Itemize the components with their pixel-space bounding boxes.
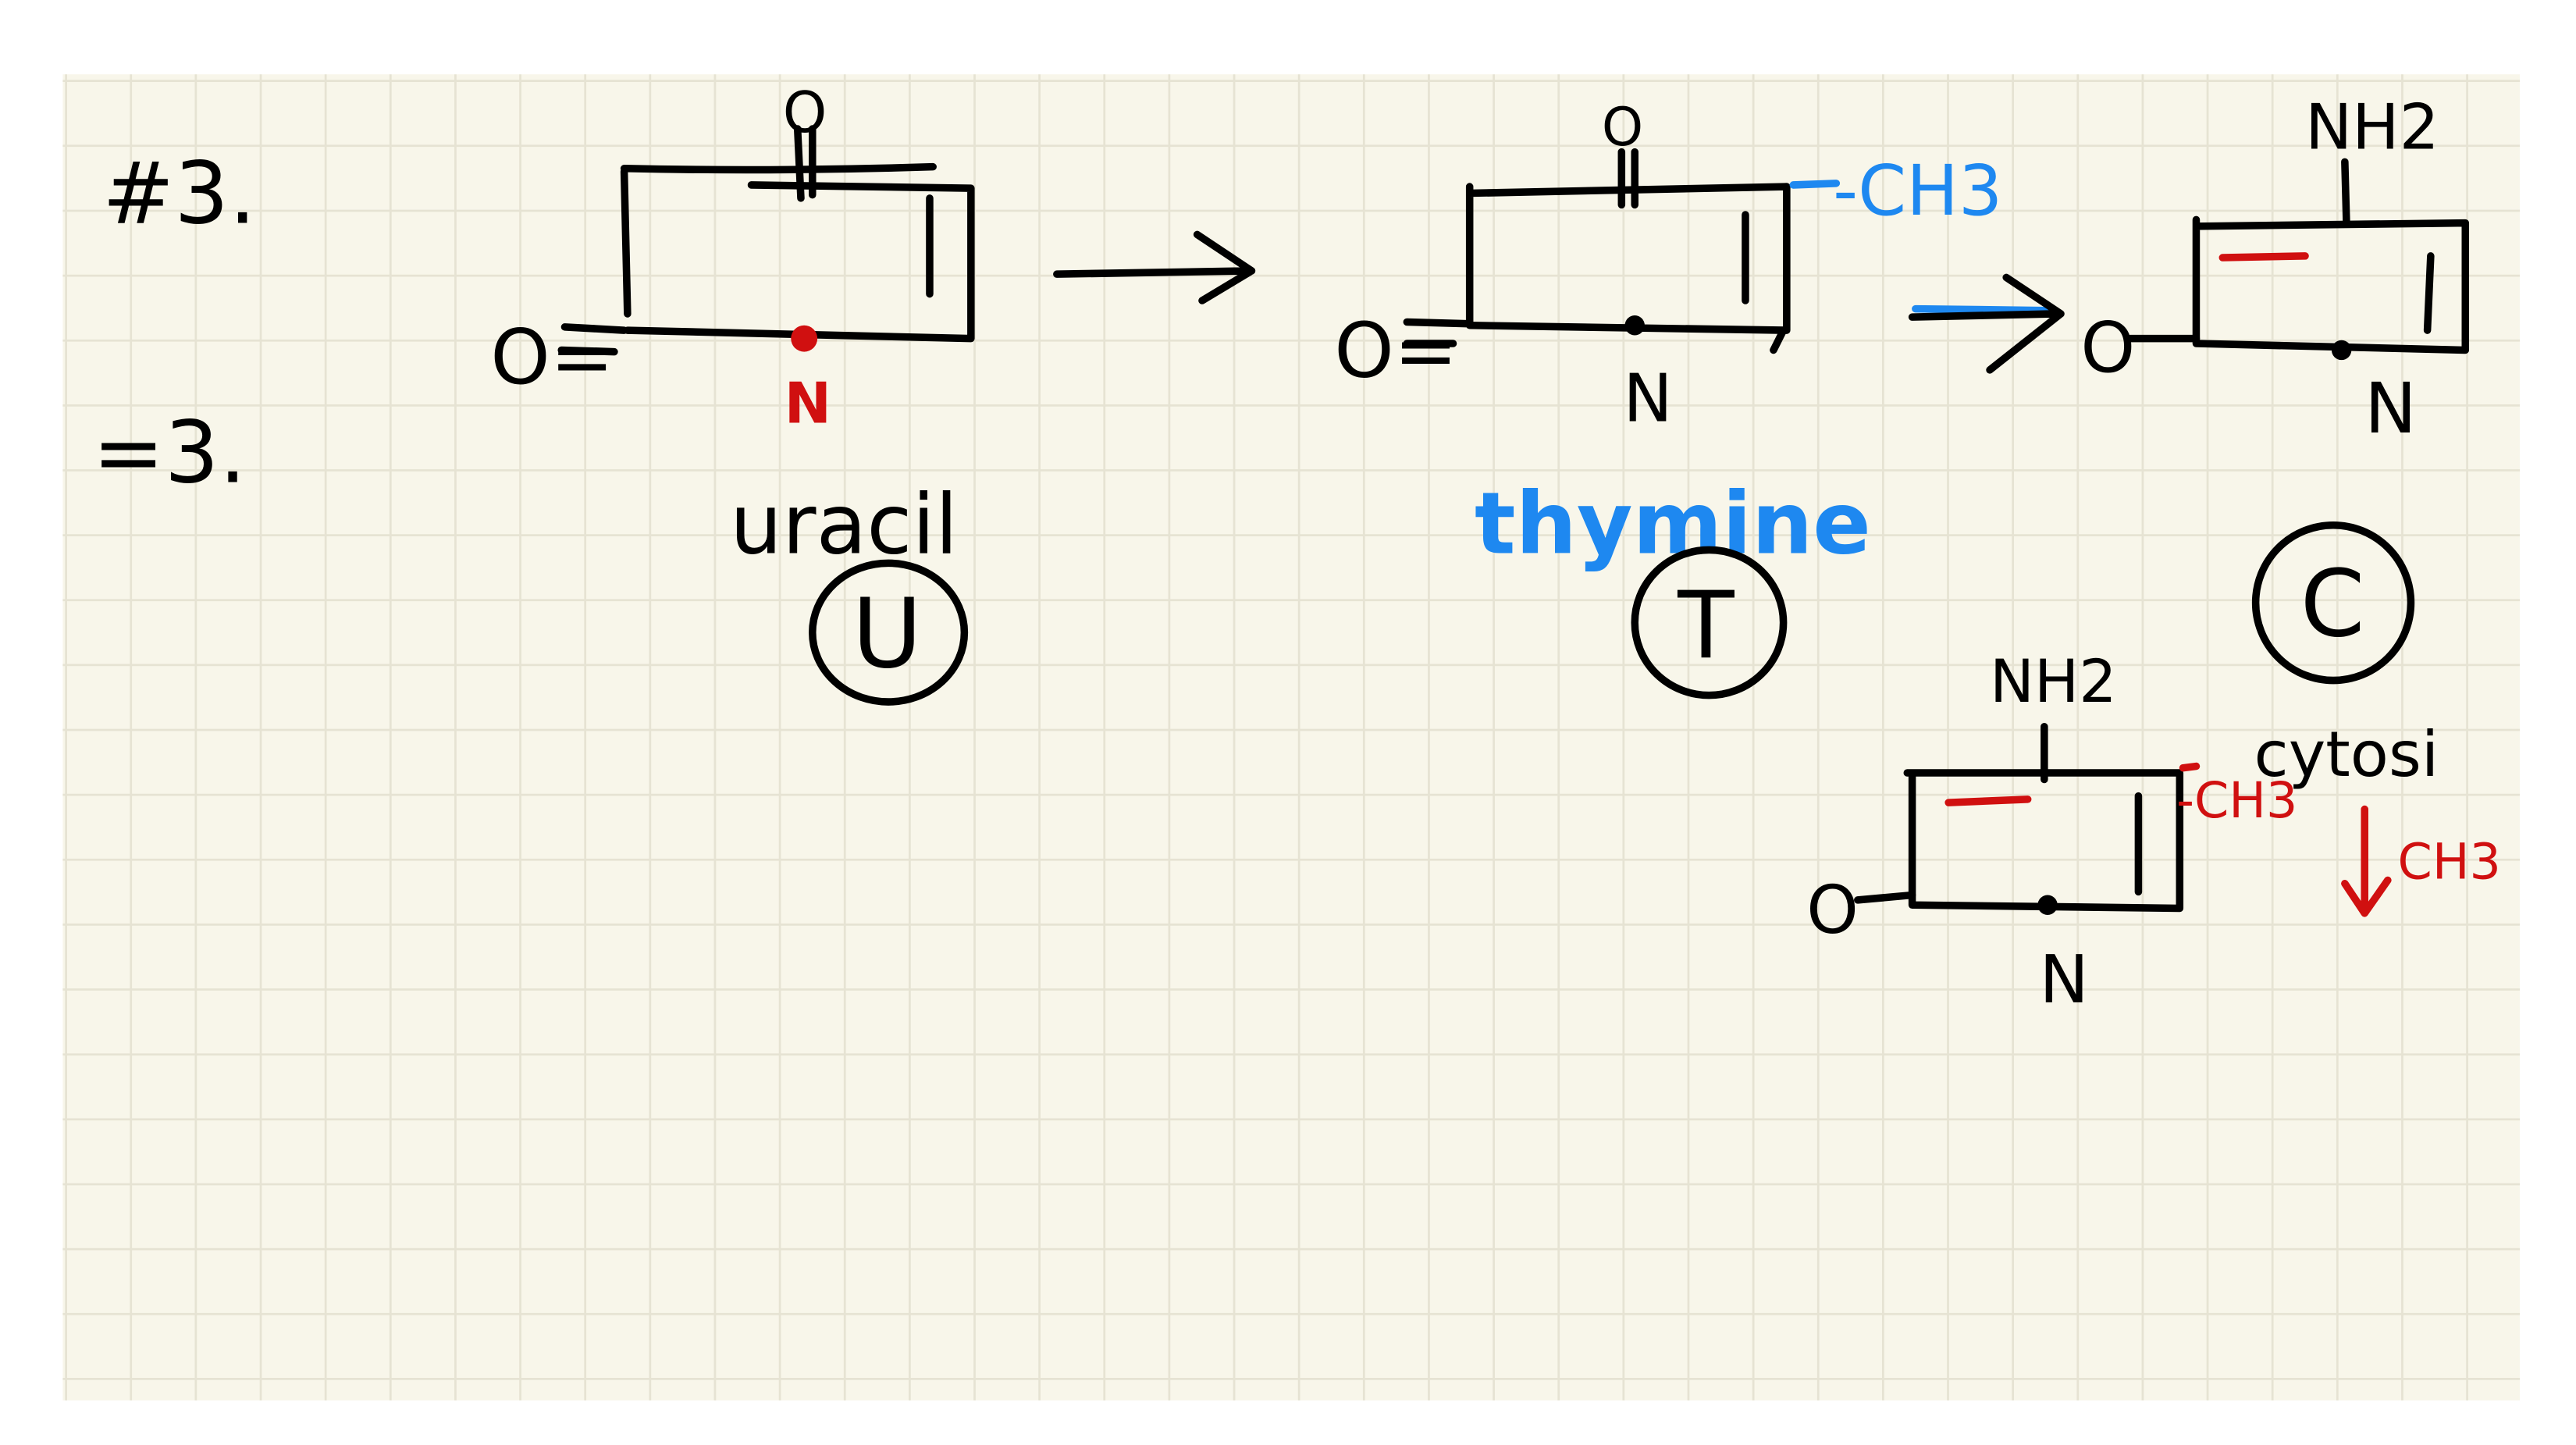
cytosine-left-atom: O	[2080, 308, 2135, 388]
thymine-letter: T	[1677, 571, 1735, 679]
cytosine-circle	[2251, 521, 2415, 685]
thymine-methyl-bond	[1789, 180, 1841, 189]
arrow-uracil-to-thymine	[1053, 230, 1256, 304]
arrow-thymine-blue-stroke	[1912, 304, 2051, 315]
uracil-name: uracil	[730, 477, 958, 573]
uracil-left-atom: O=	[490, 313, 614, 401]
methyl-cytosine-ring	[1903, 769, 2184, 913]
thymine-n-label: N	[1623, 359, 1672, 436]
cytosine-n-dot	[2331, 340, 2352, 361]
thymine-n-dot	[1624, 315, 1645, 336]
methyl-cytosine-methyl: -CH3	[2176, 771, 2297, 829]
cytosine-letter: C	[2300, 550, 2365, 657]
arrow-thymine-to-cytosine	[1908, 273, 2065, 374]
cytosine-amine-bond	[2341, 158, 2350, 227]
cytosine-red-bond	[2218, 252, 2309, 262]
uracil-top-atom: O	[783, 80, 827, 145]
item-number: #3.	[102, 144, 256, 244]
methyl-cytosine-oxygen-bond	[1854, 891, 1916, 904]
uracil-double-bond-left	[557, 323, 628, 356]
uracil-ring	[620, 162, 975, 343]
thymine-ring	[1465, 183, 1791, 354]
uracil-n-dot	[791, 325, 818, 352]
grid-paper	[62, 74, 2521, 1401]
thymine-double-bond-top	[1617, 148, 1638, 209]
methyl-cytosine-red-bonds	[1944, 762, 2201, 806]
uracil-circle	[809, 559, 969, 706]
cytosine-n-label: N	[2364, 368, 2416, 449]
methyl-cytosine-left-atom: O	[1806, 871, 1859, 949]
methyl-cytosine-top-group: NH2	[1990, 646, 2117, 716]
thymine-circle	[1631, 546, 1788, 699]
methyl-cytosine-name: cytosi	[2254, 717, 2439, 791]
grid-lines	[62, 74, 2521, 1401]
cytosine-structure: NH2 O N C	[2080, 90, 2470, 685]
uracil-letter: U	[852, 578, 923, 690]
equals-note: =3.	[92, 403, 246, 503]
cytosine-top-group: NH2	[2305, 90, 2439, 163]
uracil-structure: O O= N uracil U	[490, 80, 975, 706]
cytosine-ring	[2192, 215, 2470, 354]
thymine-left-atom: O=	[1334, 306, 1457, 394]
thymine-top-atom: O	[1602, 96, 1643, 158]
thymine-structure: O O= N -CH3 thymine T	[1334, 96, 2002, 699]
methylation-arrow	[2341, 805, 2392, 917]
uracil-n-label: N	[785, 371, 831, 436]
methylation-arrow-label: CH3	[2398, 832, 2501, 890]
methyl-cytosine-structure: NH2 O N -CH3 cytosi CH3	[1806, 646, 2501, 1018]
uracil-double-bond-top	[793, 125, 817, 202]
methyl-cytosine-n-label: N	[2040, 941, 2089, 1018]
thymine-methyl: -CH3	[1833, 151, 2002, 231]
methyl-cytosine-n-dot	[2037, 895, 2058, 915]
thymine-double-bond-left	[1403, 318, 1471, 347]
